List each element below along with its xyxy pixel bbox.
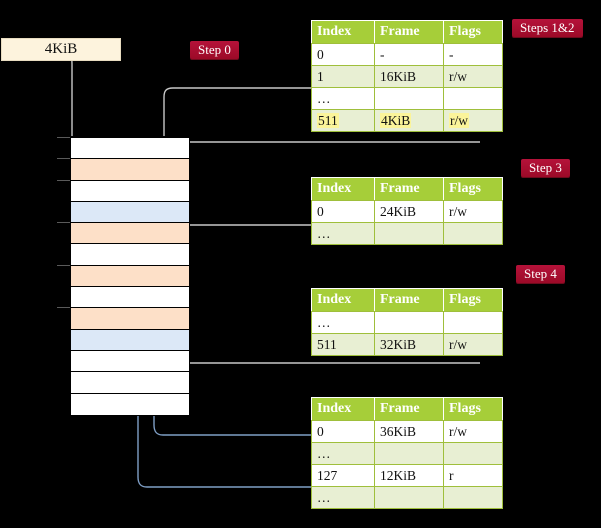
cell-frame: 32KiB: [374, 333, 444, 356]
table-row: …: [311, 222, 503, 245]
cell-frame: 36KiB: [374, 420, 444, 443]
cell-frame: 16KiB: [374, 65, 444, 88]
cell-frame: [374, 486, 444, 509]
frame-tick-mark: [57, 158, 70, 160]
source-size-label: 4KiB: [44, 41, 78, 57]
cell-frame: [374, 442, 444, 465]
cell-flags: r/w: [443, 65, 503, 88]
highlighted-value: 4KiB: [380, 112, 412, 128]
cell-flags: [443, 87, 503, 110]
frame-tick-mark: [57, 264, 70, 266]
highlighted-value: 511: [317, 112, 339, 128]
wire-steps12-b: [174, 141, 480, 164]
table-row: …: [311, 87, 503, 110]
column-header-frame: Frame: [374, 397, 444, 421]
physical-memory-column: [57, 136, 190, 416]
column-header-flags: Flags: [443, 177, 503, 201]
cell-index: 1: [311, 65, 375, 88]
frame-tick-mark: [57, 179, 70, 181]
table-row: 511 4KiB r/w: [311, 109, 503, 132]
cell-index: …: [311, 87, 375, 110]
cell-index: 127: [311, 464, 375, 487]
cell-flags: [443, 442, 503, 465]
memory-frame-row: [57, 222, 189, 245]
cell-frame: [374, 222, 444, 245]
memory-frame-row: [71, 372, 189, 394]
memory-frame-row: [57, 158, 189, 181]
column-header-frame: Frame: [374, 20, 444, 44]
cell-index: …: [311, 222, 375, 245]
column-header-flags: Flags: [443, 20, 503, 44]
memory-frame-row: [57, 264, 189, 288]
column-header-index: Index: [311, 177, 375, 201]
memory-frame-row: [71, 201, 189, 224]
cell-flags: r/w: [443, 333, 503, 356]
memory-frame-row: [57, 179, 189, 202]
cell-flags: r: [443, 464, 503, 487]
frame-tick-mark: [57, 137, 70, 138]
highlighted-value: r/w: [449, 112, 469, 128]
table-row: …: [311, 311, 503, 334]
badge-step-4: Step 4: [516, 265, 565, 283]
memory-frame-row: [57, 307, 189, 330]
badge-step-0: Step 0: [190, 41, 239, 59]
cell-index: …: [311, 311, 375, 334]
column-header-index: Index: [311, 20, 375, 44]
column-header-flags: Flags: [443, 288, 503, 312]
cell-index: 0: [311, 200, 375, 223]
cell-frame: [374, 87, 444, 110]
cell-flags: r/w: [443, 109, 503, 132]
column-header-index: Index: [311, 397, 375, 421]
cell-frame: -: [374, 43, 444, 66]
memory-frame-row: [71, 350, 189, 373]
memory-frame-row: [71, 244, 189, 266]
cell-index: 0: [311, 420, 375, 443]
table-row: 0--: [311, 43, 503, 66]
cell-flags: [443, 311, 503, 334]
column-header-index: Index: [311, 288, 375, 312]
cell-index: 511: [311, 109, 375, 132]
frame-tick-mark: [57, 307, 70, 309]
badge-step-3: Step 3: [521, 159, 570, 177]
cell-index: …: [311, 486, 375, 509]
cell-frame: [374, 311, 444, 334]
column-header-flags: Flags: [443, 397, 503, 421]
column-header-frame: Frame: [374, 177, 444, 201]
memory-frame-row: [57, 137, 189, 160]
cell-flags: [443, 486, 503, 509]
badge-steps-1-2: Steps 1&2: [512, 19, 583, 37]
cell-index: …: [311, 442, 375, 465]
memory-frame-row: [71, 329, 189, 351]
memory-frame-row: [71, 393, 189, 415]
cell-frame: 4KiB: [374, 109, 444, 132]
wire-step0: [61, 53, 81, 154]
cell-frame: 24KiB: [374, 200, 444, 223]
memory-frame-row: [71, 287, 189, 309]
cell-index: 511: [311, 333, 375, 356]
column-header-frame: Frame: [374, 288, 444, 312]
cell-index: 0: [311, 43, 375, 66]
source-size-box: 4KiB: [1, 38, 121, 61]
table-row: …: [311, 442, 503, 465]
frame-tick-mark: [57, 222, 70, 224]
cell-flags: r/w: [443, 420, 503, 443]
cell-frame: 12KiB: [374, 464, 444, 487]
table-row: …: [311, 486, 503, 509]
cell-flags: [443, 222, 503, 245]
cell-flags: r/w: [443, 200, 503, 223]
cell-flags: -: [443, 43, 503, 66]
